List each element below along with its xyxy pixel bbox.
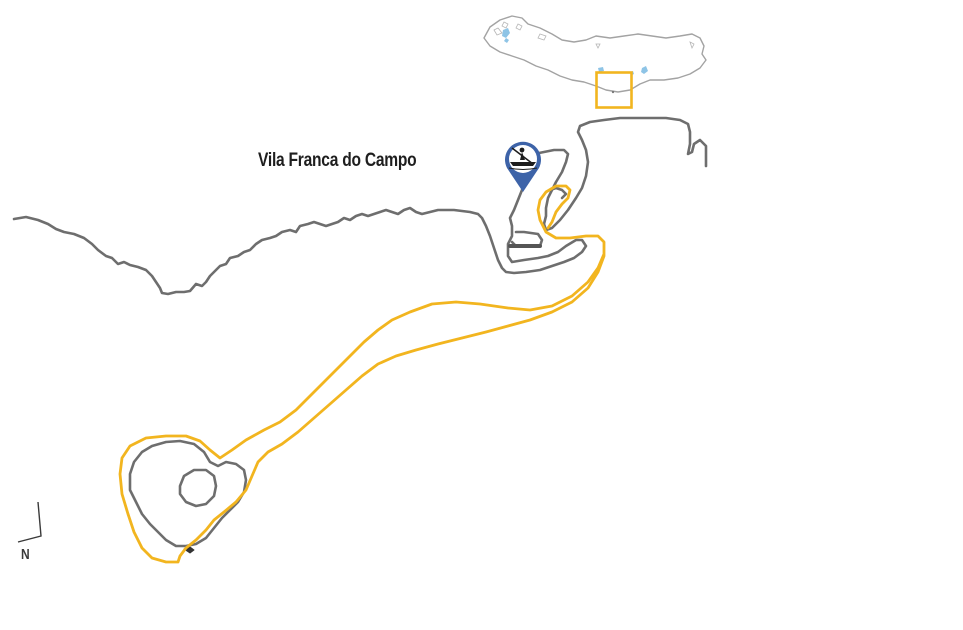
- inset-island-outline: [483, 15, 707, 93]
- inset-lake-small: [504, 38, 509, 43]
- inset-highlight-box: [595, 71, 633, 109]
- north-arrow-icon: [17, 501, 42, 543]
- breakwater-inner: [510, 230, 544, 248]
- coastline: [12, 116, 708, 296]
- inset-lake-sete-cidades: [502, 28, 510, 38]
- islet: [128, 439, 248, 554]
- north-label: N: [21, 546, 30, 563]
- inset-lake-fogo: [598, 67, 604, 72]
- kayak-icon: [508, 147, 538, 170]
- place-label-vila-franca: Vila Franca do Campo: [258, 150, 417, 171]
- islet-inner-crater: [178, 468, 218, 508]
- route-loop: [118, 184, 606, 564]
- inset-lake-furnas: [641, 66, 648, 74]
- coastline-main: [12, 116, 708, 296]
- islet-outer: [128, 439, 248, 548]
- kayak-marker-pin[interactable]: [505, 141, 541, 192]
- inset-island-map: [483, 15, 707, 109]
- kayak-route: [118, 184, 606, 564]
